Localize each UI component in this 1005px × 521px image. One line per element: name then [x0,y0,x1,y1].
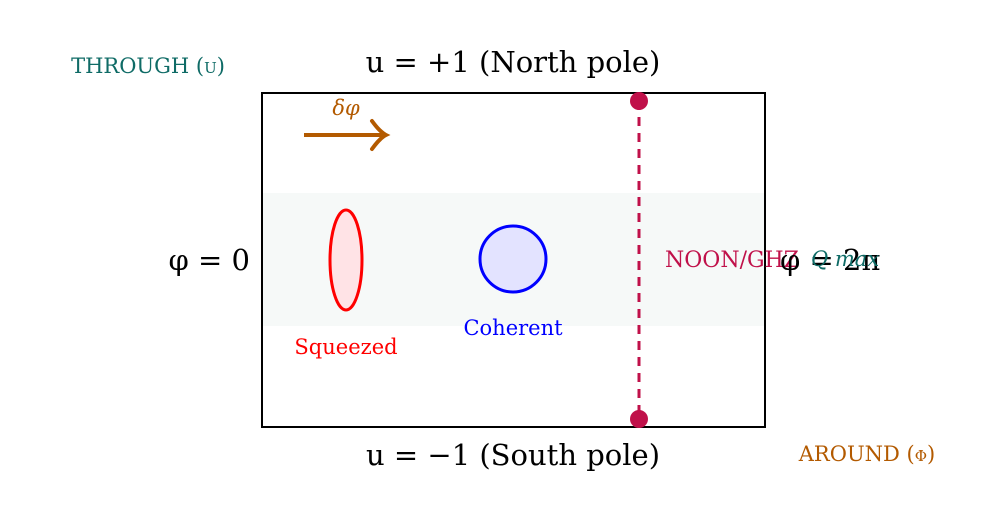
through-label: THROUGH (u) [71,54,225,78]
noon-ghz-label: NOON/GHZ [665,248,799,273]
left-phi-label: φ = 0 [169,243,251,277]
bottom-axis-label: u = −1 (South pole) [366,438,660,472]
right-phi-label: φ = 2π [780,243,881,277]
delta-phi-label: δφ [332,96,360,120]
squeezed-label: Squeezed [294,335,397,359]
top-axis-label: u = +1 (North pole) [366,45,661,79]
squeezed-state-ellipse [328,208,364,312]
q-max-label: Q max [811,247,879,271]
coherent-state-circle [478,224,548,294]
around-label: AROUND (φ) [798,442,935,466]
delta-phi-arrow [304,119,391,151]
phase-frame [261,92,766,428]
north-pole-point [630,92,648,110]
south-pole-point [630,410,648,428]
coherent-label: Coherent [463,316,563,340]
